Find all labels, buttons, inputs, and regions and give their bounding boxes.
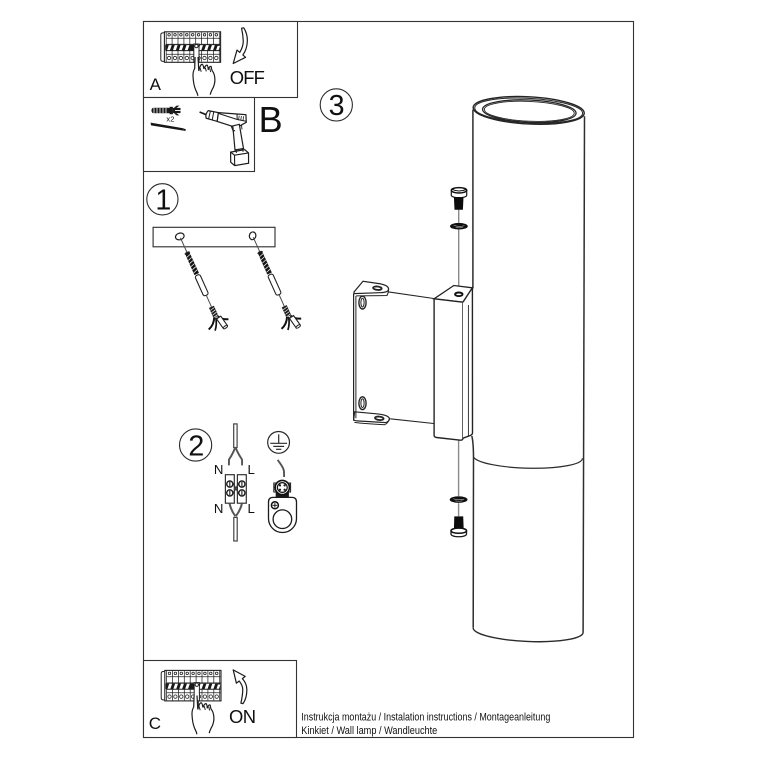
svg-text:A: A — [150, 75, 162, 94]
svg-text:N: N — [214, 462, 224, 477]
svg-text:OFF: OFF — [230, 67, 265, 88]
svg-text:B: B — [259, 99, 283, 140]
svg-text:3: 3 — [329, 90, 345, 122]
svg-text:L: L — [248, 501, 255, 516]
svg-text:2: 2 — [188, 430, 204, 462]
svg-text:N: N — [214, 501, 224, 516]
svg-text:C: C — [149, 714, 161, 733]
svg-text:x2: x2 — [166, 115, 174, 124]
svg-text:ON: ON — [229, 706, 256, 727]
svg-text:Kinkiet / Wall lamp / Wandleu: Kinkiet / Wall lamp / Wandleuchte — [301, 725, 437, 737]
svg-text:1: 1 — [155, 185, 171, 217]
svg-text:L: L — [248, 462, 255, 477]
svg-text:Instrukcja montażu / Instalati: Instrukcja montażu / Instalation instruc… — [301, 712, 550, 724]
